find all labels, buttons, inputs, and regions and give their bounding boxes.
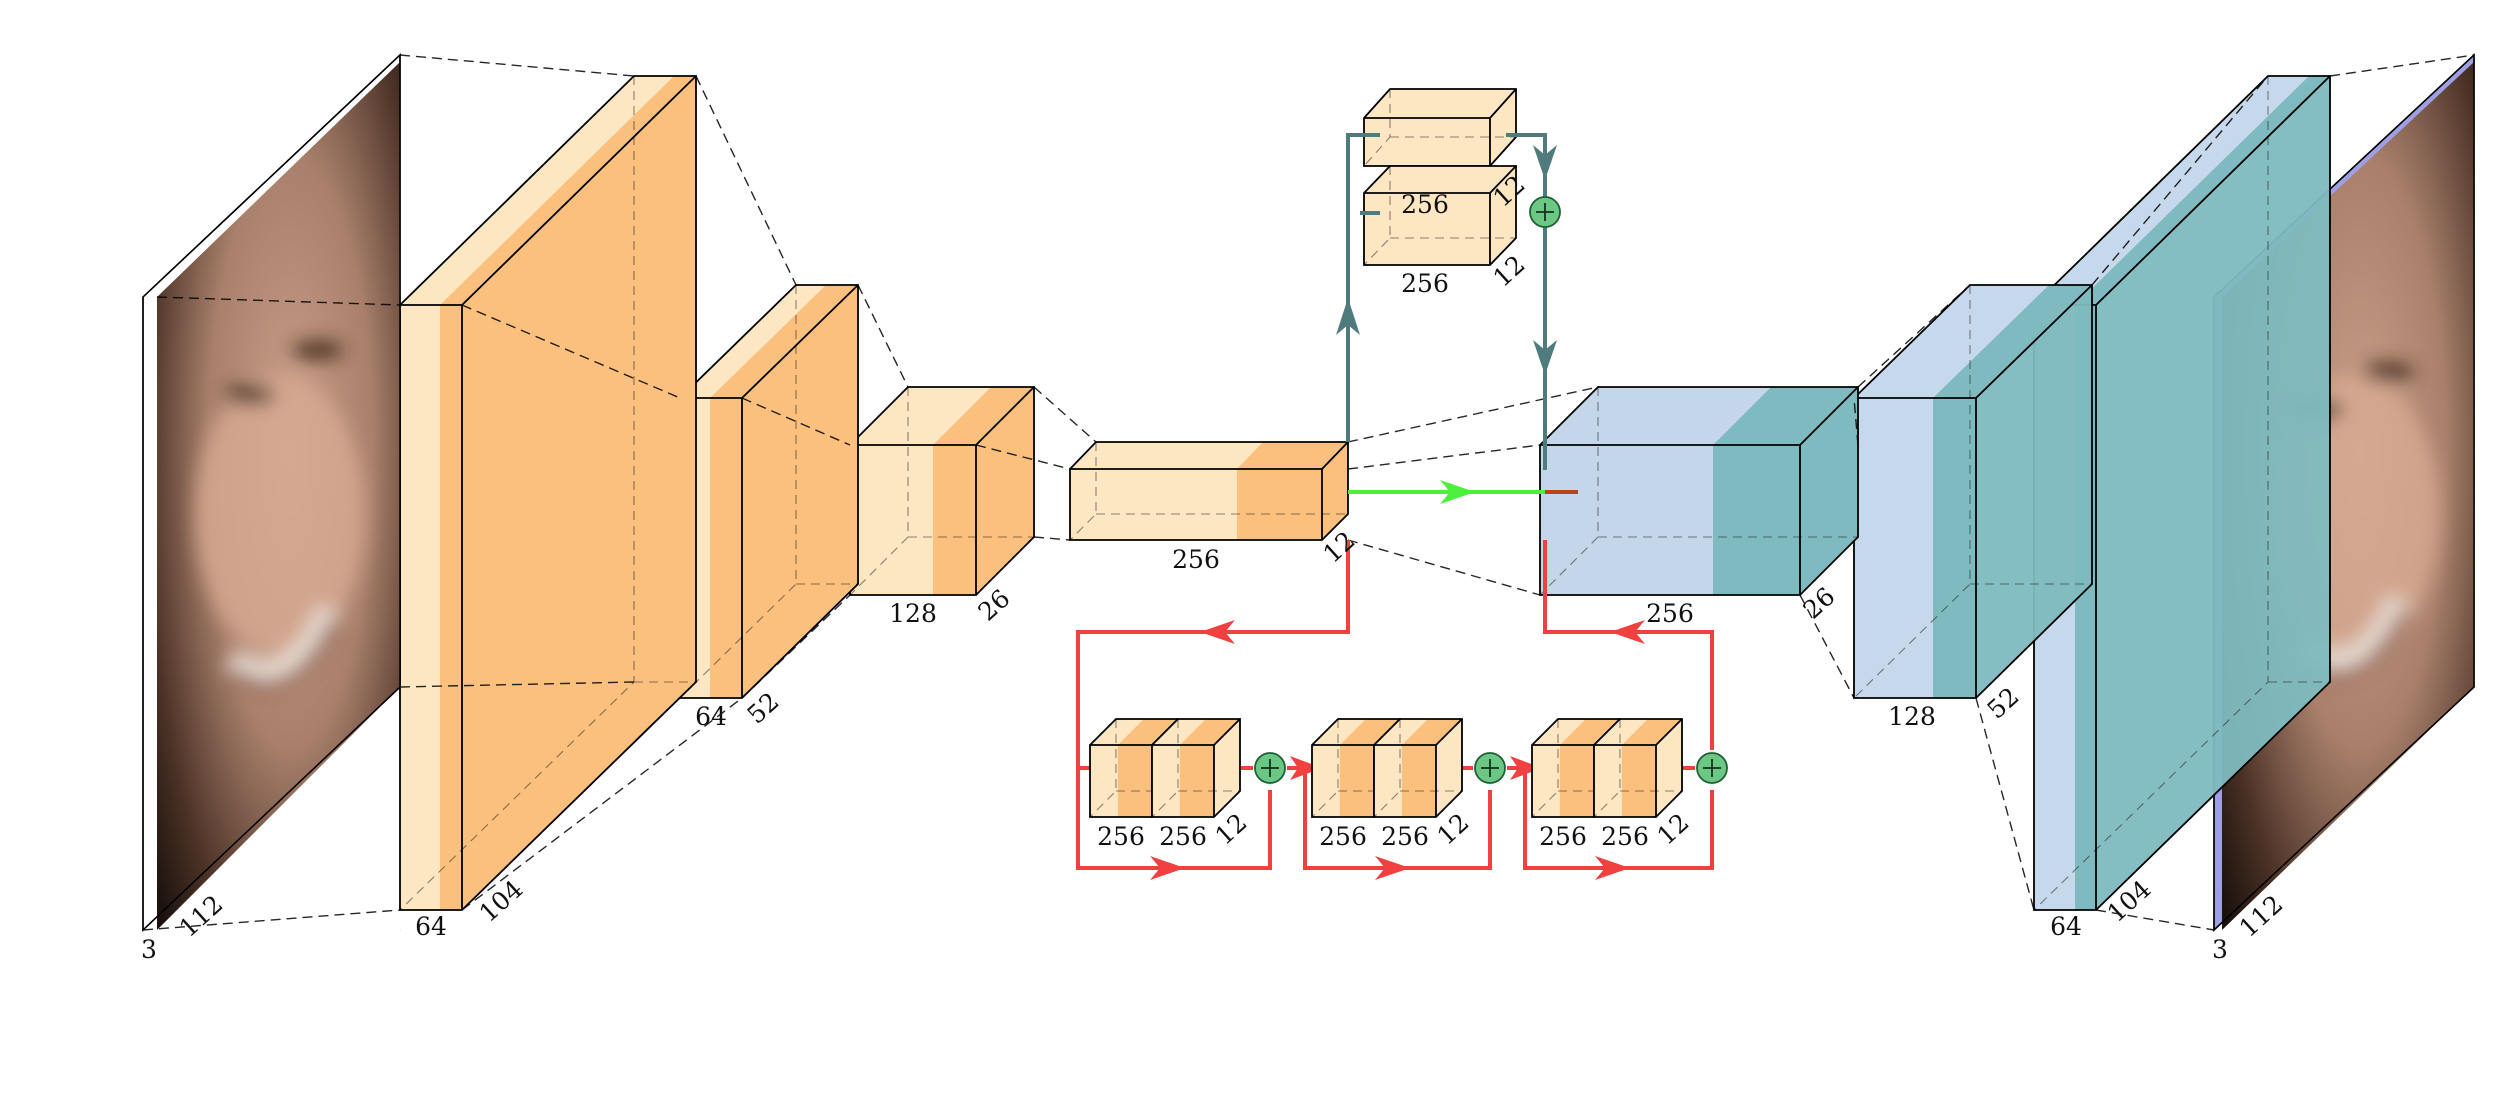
- arrow-right-icon: [1510, 756, 1542, 780]
- encoder-layer-conv2: [679, 284, 859, 699]
- sum-nodes: [1254, 196, 1728, 784]
- conv1-depth-label: 64: [415, 912, 447, 941]
- encoder-layer-bottleneck: [1069, 441, 1349, 541]
- attention-block-top: [1363, 88, 1517, 167]
- circle-plus-icon: [1254, 752, 1286, 784]
- face-photo-icon: [195, 340, 365, 689]
- residual-block-3-depth-b-label: 256: [1601, 822, 1649, 851]
- arrow-right-icon: [1290, 756, 1322, 780]
- attention-bottom-depth-label: 256: [1401, 269, 1449, 298]
- residual-block-2-cube-b: [1373, 718, 1463, 818]
- conv3-depth-label: 128: [889, 599, 937, 628]
- input-image-layer: [142, 53, 401, 932]
- arrow-right-icon: [1375, 856, 1410, 880]
- red-arrowheads: [1150, 620, 1645, 880]
- residual-block-2-depth-a-label: 256: [1319, 822, 1367, 851]
- arrow-down-icon: [1533, 340, 1557, 375]
- arrow-right-icon: [1150, 856, 1185, 880]
- bottleneck-depth-label: 256: [1172, 545, 1220, 574]
- residual-block-1-cube-b: [1151, 718, 1241, 818]
- decoder-layer-deconv1: [1539, 386, 1859, 596]
- arrow-down-icon: [1533, 145, 1557, 180]
- arrow-left-icon: [1610, 620, 1645, 644]
- encoder-layer-conv3: [849, 386, 1035, 596]
- teal-arrowheads: [1336, 145, 1557, 375]
- deconv2-size-label: 52: [1981, 682, 2024, 725]
- residual-block-2-depth-b-label: 256: [1381, 822, 1429, 851]
- circle-plus-icon: [1696, 752, 1728, 784]
- green-skip-arrow: [1348, 480, 1578, 504]
- deconv2-depth-label: 128: [1888, 702, 1936, 731]
- arrow-left-icon: [1200, 620, 1235, 644]
- residual-block-1-depth-a-label: 256: [1097, 822, 1145, 851]
- arrow-up-icon: [1336, 298, 1360, 335]
- residual-block-1-depth-b-label: 256: [1159, 822, 1207, 851]
- circle-plus-icon: [1474, 752, 1506, 784]
- arrow-right-icon: [1595, 856, 1630, 880]
- attention-block-bottom: [1363, 165, 1517, 266]
- attention-top-depth-label: 256: [1401, 190, 1449, 219]
- residual-blocks: [1089, 718, 1683, 818]
- circle-plus-icon: [1529, 196, 1561, 228]
- residual-block-3-cube-b: [1593, 718, 1683, 818]
- input-depth-label: 3: [141, 935, 157, 964]
- output-depth-label: 3: [2212, 935, 2228, 964]
- deconv1-depth-label: 256: [1646, 599, 1694, 628]
- residual-block-3-depth-a-label: 256: [1539, 822, 1587, 851]
- deconv3-depth-label: 64: [2050, 912, 2082, 941]
- conv2-depth-label: 64: [695, 702, 727, 731]
- encoder-layer-conv1: [399, 75, 697, 911]
- decoder-layer-deconv2: [1853, 284, 2093, 699]
- layer-connector-lines: [142, 54, 2475, 931]
